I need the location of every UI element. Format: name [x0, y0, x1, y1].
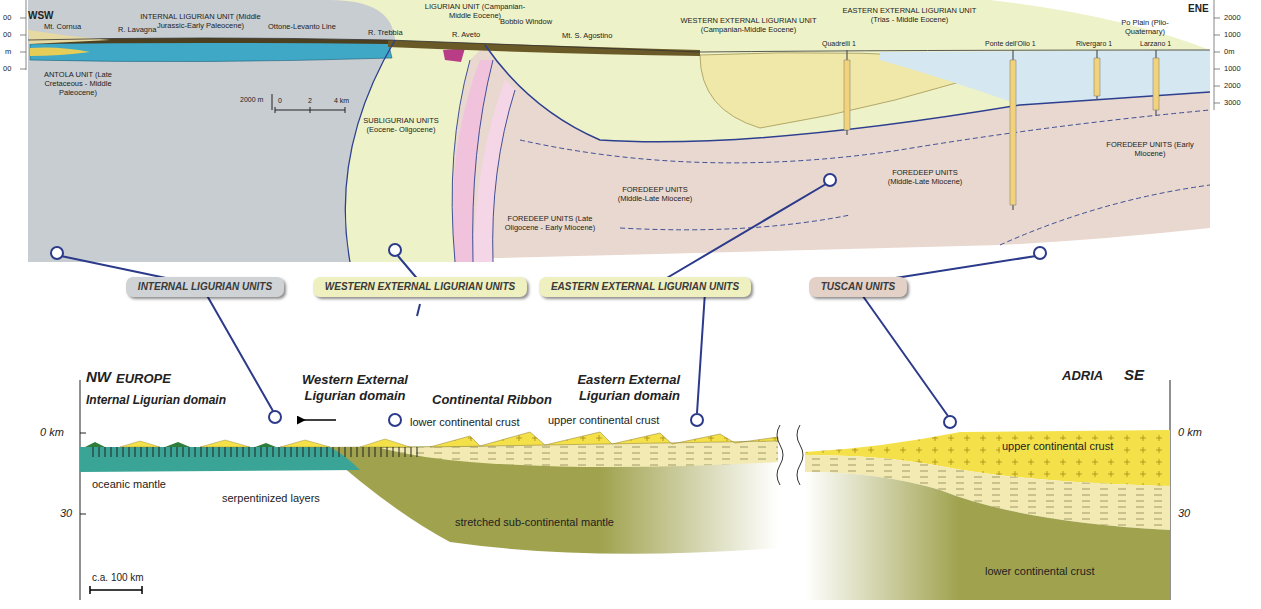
internal-ligurian-band [30, 41, 392, 61]
scale-label: 0 [278, 97, 282, 105]
cornua-outcrop [28, 30, 110, 44]
plate-name: EUROPE [116, 371, 171, 387]
place-name: Mt. S. Agostino [562, 31, 612, 40]
axis-label: 0m [1224, 47, 1234, 56]
fault-label: Ottone-Levanto Line [268, 22, 336, 31]
foredeep-units [350, 50, 1210, 262]
scale-label: 2 [308, 97, 312, 105]
pointer-circle [51, 174, 1046, 428]
external-ligurian-ground [300, 0, 1210, 262]
axis [20, 0, 1220, 110]
unit-label: WESTERN EXTERNAL LIGURIAN UNIT (Campania… [676, 16, 821, 34]
axis-label: 0 km [40, 426, 64, 439]
unit-label: FOREDEEP UNITS (Middle-Late Miocene) [610, 185, 700, 203]
orientation-label: ENE [1188, 3, 1209, 15]
axis-label: 1000 [1224, 64, 1241, 73]
scale-label: 2000 m [240, 96, 263, 104]
axis-label: m [5, 47, 11, 56]
section-axis [80, 380, 1170, 600]
scale-bar [90, 586, 142, 594]
well-name: Larzano 1 [1140, 40, 1171, 48]
buried-thrust [520, 110, 1210, 163]
axis-label: 1000 [1224, 30, 1241, 39]
unit-label: INTERNAL LIGURIAN UNIT (Middle Jurassic-… [138, 12, 263, 30]
unit-label: EASTERN EXTERNAL LIGURIAN UNIT (Trias - … [842, 6, 977, 24]
scale-label: 4 km [334, 97, 349, 105]
plate-name: ADRIA [1062, 368, 1103, 384]
motion-arrow [304, 419, 336, 421]
well-name: Rivergaro 1 [1076, 40, 1112, 48]
domain-label: Internal Ligurian domain [86, 393, 226, 407]
place-name: R. Lavagna [118, 25, 156, 34]
ligurian-band [388, 40, 700, 56]
topography [28, 38, 1210, 52]
buried-thrust [1000, 185, 1210, 245]
axis-label: 0 km [1178, 426, 1202, 439]
axis-label: 30 [1178, 507, 1190, 520]
unit-name: TUSCAN UNITS [821, 281, 895, 293]
domain-label: Western External Ligurian domain [290, 372, 420, 403]
domain-label: Eastern External Ligurian domain [540, 372, 680, 403]
foredeep-slice [473, 80, 515, 262]
layer-label: oceanic mantle [92, 478, 166, 491]
well [847, 50, 1156, 210]
orientation-label: SE [1124, 366, 1144, 384]
place-name: Bobbio Window [500, 17, 552, 26]
layer-label: upper continental crust [1000, 440, 1115, 453]
unit-label: ANTOLA UNIT (Late Cretaceous - Middle Pa… [32, 70, 124, 97]
unit-label: FOREDEEP UNITS (Early Miocene) [1105, 140, 1195, 158]
axis-label: 00 [3, 13, 11, 22]
unit-label: FOREDEEP UNITS (Middle-Late Miocene) [880, 168, 970, 186]
buried-thrust [620, 215, 850, 230]
antola-lens [30, 48, 90, 57]
axis-label: 2000 [1224, 81, 1241, 90]
place-name: Mt. Cornua [44, 22, 81, 31]
axis-label: 2000 [1224, 13, 1241, 22]
axis-label: 00 [3, 64, 11, 73]
domain-label: Continental Ribbon [432, 392, 552, 408]
section-break [777, 425, 803, 485]
po-plain-fill [880, 50, 1210, 105]
orientation-label: WSW [28, 10, 54, 22]
axis-label: 3000 [1224, 98, 1241, 107]
unit-box: TUSCAN UNITS [809, 277, 907, 297]
orientation-label: NW [86, 368, 111, 386]
axis-label: 30 [60, 507, 72, 520]
unit-name: WESTERN EXTERNAL LIGURIAN UNITS [325, 281, 515, 293]
upper-crust-texture [430, 432, 778, 447]
upper-crust-blocks [430, 432, 778, 447]
axis-label: 00 [3, 30, 11, 39]
unit-label: SUBLIGURIAN UNITS (Eocene- Oligocene) [362, 116, 440, 134]
serpentinized-layers [90, 447, 420, 457]
unit-label: Po Plain (Plio-Quaternary) [1105, 18, 1185, 36]
unit-box: WESTERN EXTERNAL LIGURIAN UNITS [313, 277, 527, 297]
well-log [844, 58, 1159, 205]
scale-label: c.a. 100 km [92, 572, 144, 584]
layer-label: lower continental crust [985, 565, 1094, 578]
ligurian-outcrop [443, 48, 465, 62]
layer-label: upper continental crust [548, 414, 659, 427]
basalts [85, 442, 276, 447]
layer-label: stretched sub-continental mantle [455, 516, 614, 529]
place-name: R. Aveto [452, 30, 480, 39]
unit-name: INTERNAL LIGURIAN UNITS [138, 281, 272, 293]
well-name: Quadrelli 1 [822, 40, 856, 48]
unit-box: EASTERN EXTERNAL LIGURIAN UNITS [539, 277, 751, 297]
unit-name: EASTERN EXTERNAL LIGURIAN UNITS [551, 281, 739, 293]
well-name: Ponte dell'Olio 1 [985, 40, 1036, 48]
unit-box: INTERNAL LIGURIAN UNITS [126, 277, 284, 297]
place-name: R. Trebbia [368, 28, 403, 37]
unit-label: FOREDEEP UNITS (Late Oligocene - Early M… [500, 214, 600, 232]
layer-label: lower continental crust [410, 416, 519, 429]
ottone-levanto-line [345, 40, 395, 262]
adria-mantle [805, 472, 1170, 600]
leader-line [61, 184, 1036, 416]
layer-label: serpentinized layers [222, 492, 320, 505]
